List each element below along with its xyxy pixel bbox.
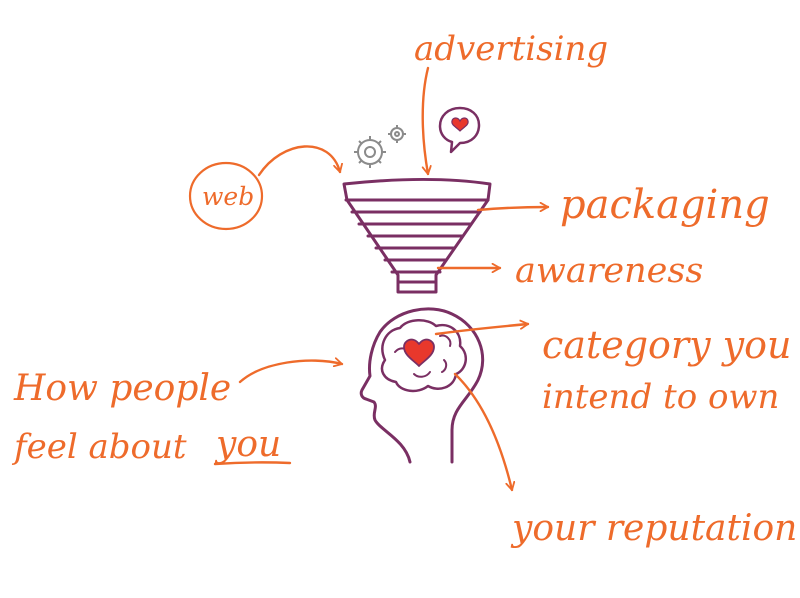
label-feel-you: you (214, 424, 281, 465)
label-category-line2: intend to own (542, 377, 779, 417)
head-profile-icon (359, 307, 485, 464)
arrow-to-packaging (476, 207, 550, 210)
label-web: web (202, 182, 254, 211)
gear-icon (388, 125, 406, 143)
label-feel-line1: How people (13, 368, 231, 409)
arrow-feel-to-head (238, 361, 344, 384)
arrow-advertising-to-funnel (421, 66, 428, 176)
arrow-brain-to-category (434, 324, 530, 336)
arrow-brain-to-reputation (453, 372, 512, 492)
underline-you (213, 461, 292, 466)
label-feel-line2: feel about (11, 427, 187, 467)
arrow-web-to-funnel (257, 145, 340, 177)
brain-heart-icon (380, 319, 468, 393)
label-awareness: awareness (515, 251, 703, 291)
label-reputation: your reputation (510, 508, 797, 549)
funnel-icon (342, 178, 492, 294)
heart-bubble-icon (438, 106, 481, 154)
label-packaging: packaging (560, 182, 770, 228)
label-advertising: advertising (414, 29, 608, 69)
label-category-line1: category you (542, 323, 791, 367)
gear-icon (354, 136, 386, 168)
web-circle (188, 161, 264, 231)
